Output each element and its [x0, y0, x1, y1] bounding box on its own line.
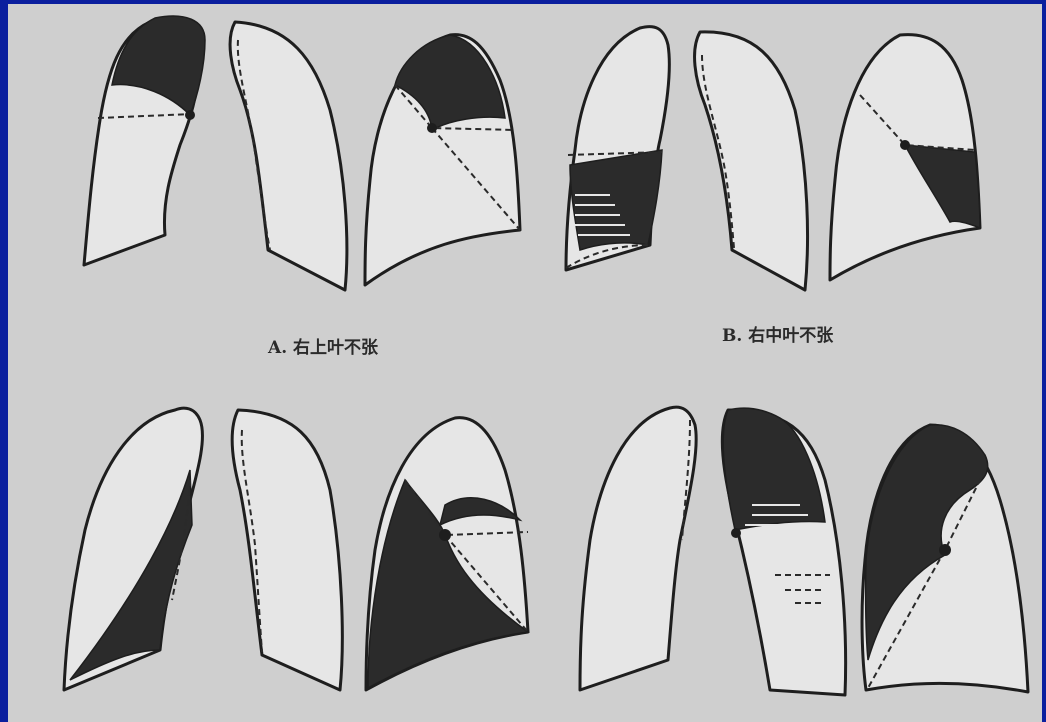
caption-b: B. 右中叶不张: [722, 325, 834, 346]
panel-c-frontal-right-lung: [64, 408, 202, 690]
panel-a-frontal-left-lung: [230, 22, 347, 290]
panel-a-frontal-right-lung: [84, 16, 205, 265]
panel-c-lateral-view: [366, 418, 528, 690]
caption-a: A. 右上叶不张: [267, 337, 379, 358]
panel-d-frontal-left-lung: [722, 408, 845, 695]
panel-c-frontal-left-lung: [232, 410, 342, 690]
panel-b-lateral-view: [830, 35, 980, 280]
panel-b-frontal-left-lung: [695, 32, 808, 290]
panel-b-frontal-right-lung: [566, 27, 669, 270]
panel-d-frontal-right-lung: [580, 407, 696, 690]
panel-a-lateral-view: [365, 35, 520, 285]
panel-d-lateral-view: [862, 425, 1028, 692]
